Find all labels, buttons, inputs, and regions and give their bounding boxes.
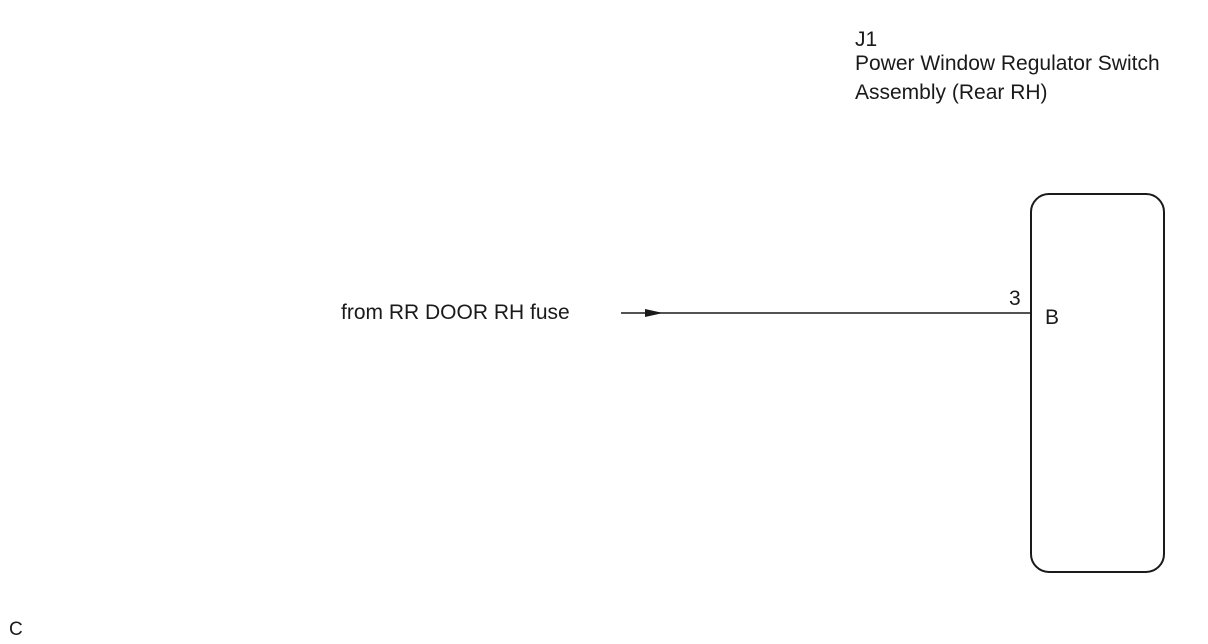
- component-name-line1: Power Window Regulator Switch: [855, 52, 1160, 75]
- pin-label: B: [1045, 306, 1060, 329]
- component-name-line2: Assembly (Rear RH): [855, 81, 1048, 104]
- wire-source-label: from RR DOOR RH fuse: [341, 301, 570, 324]
- wire-arrow-icon: [645, 309, 663, 317]
- corner-code: C: [9, 619, 23, 640]
- pin-number: 3: [1009, 287, 1021, 310]
- component-code: J1: [855, 28, 878, 51]
- connector-body: [1030, 193, 1165, 573]
